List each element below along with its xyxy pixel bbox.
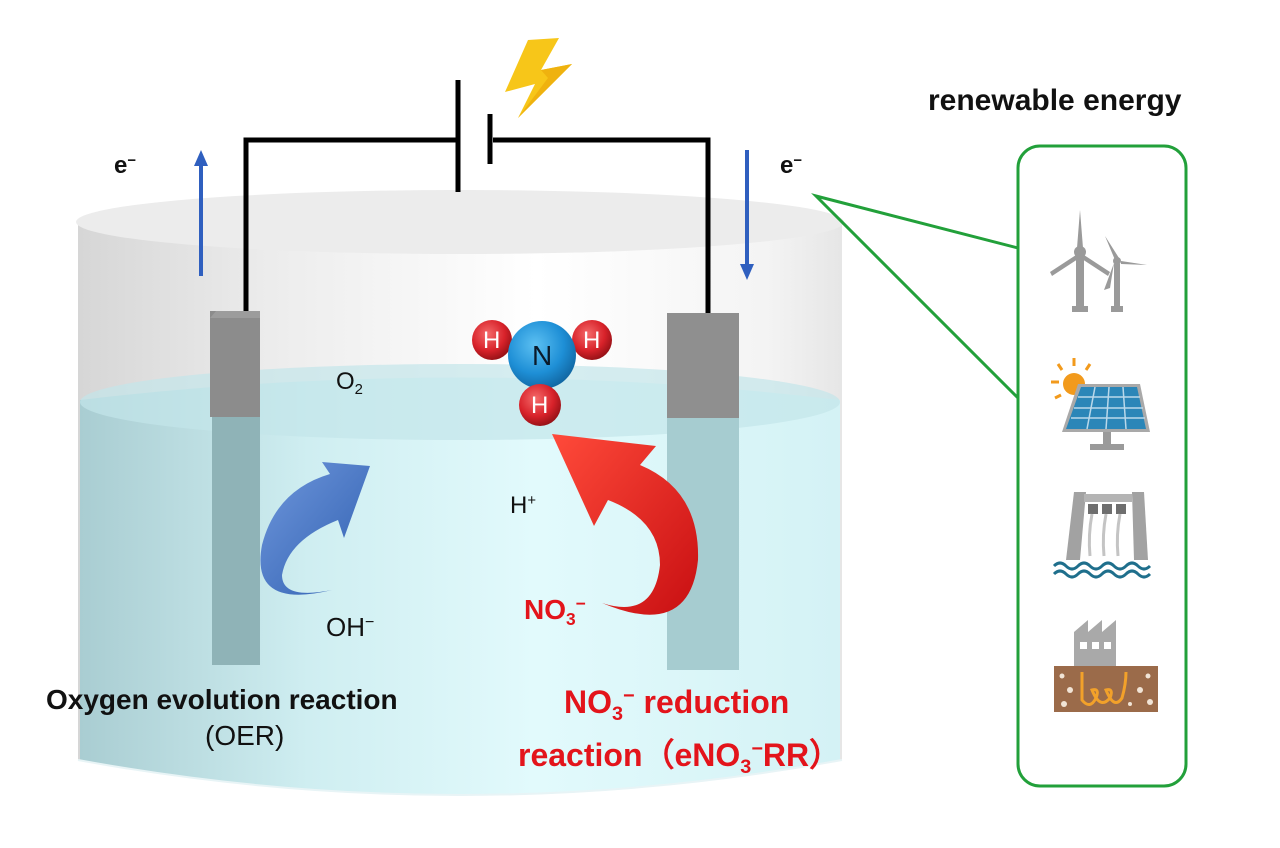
wind-turbine-icon bbox=[1050, 210, 1147, 312]
o2-label: O2 bbox=[336, 368, 363, 399]
beaker-rim bbox=[76, 190, 844, 254]
hydrogen-right-letter: H bbox=[583, 327, 601, 354]
electron-label-left: e− bbox=[114, 152, 137, 179]
electron-label-right: e− bbox=[780, 152, 803, 179]
callout-lines bbox=[811, 193, 1020, 400]
nitrogen-letter: N bbox=[532, 340, 553, 371]
anode-electrode bbox=[210, 311, 260, 665]
solar-panel-icon bbox=[1051, 358, 1150, 450]
h-plus-label: H+ bbox=[510, 492, 537, 519]
hydrogen-bottom-letter: H bbox=[531, 392, 549, 419]
cathode-electrode bbox=[667, 313, 739, 670]
renewable-energy-title: renewable energy bbox=[928, 84, 1182, 117]
hydroxide-label: OH− bbox=[326, 612, 375, 642]
oer-curved-arrow-icon bbox=[260, 462, 370, 595]
geothermal-plant-icon bbox=[1054, 620, 1158, 712]
hydrogen-left-letter: H bbox=[483, 327, 501, 354]
oer-caption-line2: (OER) bbox=[205, 720, 285, 751]
reduction-caption-line2: reaction（eNO3−RR） bbox=[518, 737, 842, 778]
hydrogen-atom-right bbox=[572, 320, 612, 360]
reduction-curved-arrow-icon bbox=[552, 434, 699, 615]
circuit-wires bbox=[243, 80, 711, 313]
hydroelectric-dam-icon bbox=[1052, 492, 1152, 579]
nitrate-label: NO3− bbox=[524, 593, 586, 630]
electron-down-arrow-icon bbox=[740, 150, 754, 280]
ammonia-molecule bbox=[472, 320, 612, 426]
electron-up-arrow-icon bbox=[194, 150, 208, 276]
electrolyte-surface bbox=[80, 364, 840, 440]
renewable-panel bbox=[1016, 144, 1188, 788]
lightning-bolt-icon bbox=[505, 38, 572, 118]
hydrogen-atom-bottom bbox=[519, 384, 561, 426]
oer-caption-line1: Oxygen evolution reaction bbox=[46, 684, 398, 715]
reduction-caption-line1: NO3− reduction bbox=[564, 684, 790, 725]
hydrogen-atom-left bbox=[472, 320, 512, 360]
nitrogen-atom bbox=[508, 321, 576, 389]
